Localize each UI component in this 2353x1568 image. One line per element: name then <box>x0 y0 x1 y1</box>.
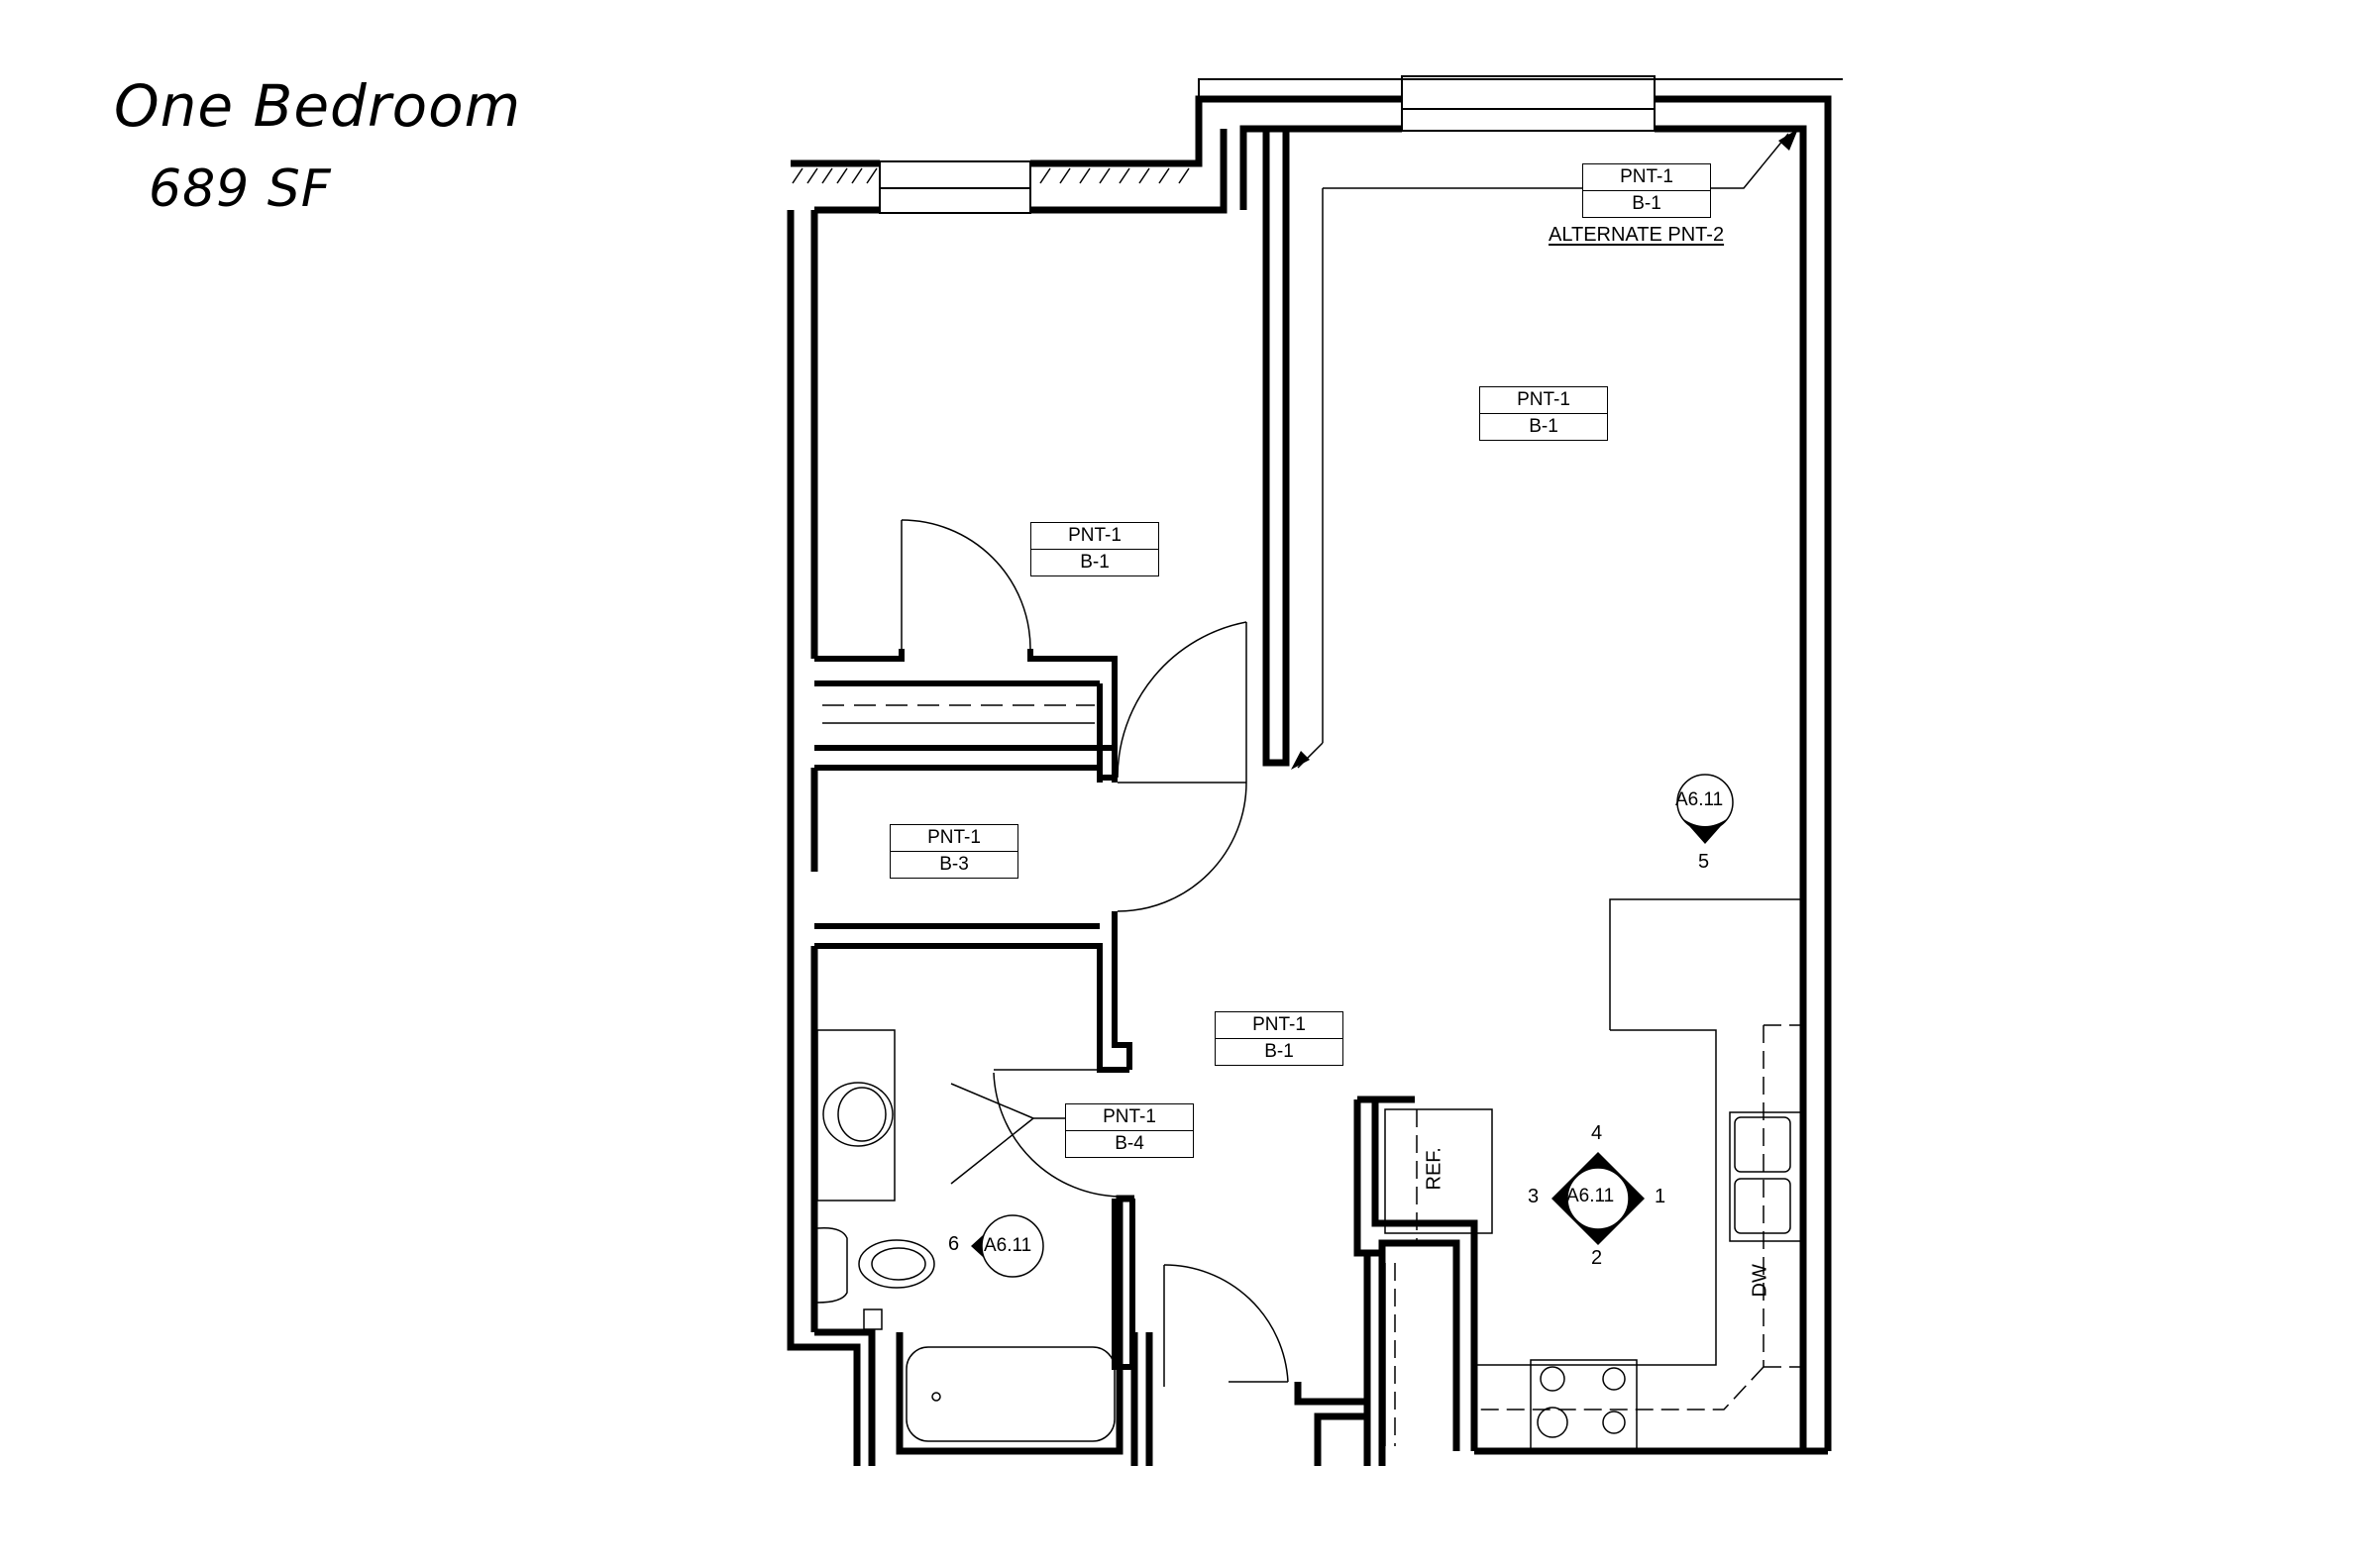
finish-tag-closet: PNT-1 B-3 <box>890 824 1018 879</box>
base-code: B-3 <box>891 851 1017 878</box>
leader-arrow-icon <box>1291 751 1310 770</box>
refrigerator-label: REF. <box>1423 1147 1445 1191</box>
paint-code: PNT-1 <box>1252 1014 1306 1035</box>
paint-code: PNT-1 <box>927 827 981 848</box>
elevation-view-right: 1 <box>1655 1186 1666 1207</box>
finish-tag-bath: PNT-1 B-4 <box>1065 1103 1194 1158</box>
elevation-view-number: 6 <box>948 1233 960 1255</box>
exterior-walls <box>787 95 1832 1466</box>
paint-code: PNT-1 <box>1517 389 1570 410</box>
elevation-marker-kitchen-icon <box>1551 1152 1645 1245</box>
elevation-view-number: 5 <box>1698 851 1710 873</box>
elevation-sheet-ref: A6.11 <box>984 1235 1032 1256</box>
unit-type-title: One Bedroom <box>114 72 522 140</box>
unit-area: 689 SF <box>149 159 332 219</box>
base-code: B-1 <box>1216 1038 1342 1065</box>
windows <box>879 75 1843 214</box>
kitchen-fixtures <box>1384 898 1804 1450</box>
base-code: B-1 <box>1031 549 1158 575</box>
base-code: B-4 <box>1066 1130 1193 1157</box>
finish-tag-living: PNT-1 B-1 <box>1479 386 1608 441</box>
doors <box>822 519 1289 1387</box>
elevation-marker-living-icon <box>1676 774 1734 844</box>
base-code: B-1 <box>1480 413 1607 440</box>
elevation-view-bottom: 2 <box>1591 1247 1603 1269</box>
paint-code: PNT-1 <box>1068 525 1122 546</box>
paint-code: PNT-1 <box>1103 1106 1156 1127</box>
alternate-paint-note: ALTERNATE PNT-2 <box>1549 224 1725 246</box>
finish-tag-bedroom: PNT-1 B-1 <box>1030 522 1159 576</box>
bath-fixtures <box>816 1029 1116 1442</box>
leader-arrow-icon <box>1778 129 1798 151</box>
wall-hatch <box>792 167 1190 184</box>
base-code: B-1 <box>1583 190 1710 217</box>
elevation-marker-bath-icon <box>971 1214 1044 1278</box>
paint-code: PNT-1 <box>1620 166 1673 187</box>
elevation-sheet-ref: A6.11 <box>1675 789 1724 810</box>
dishwasher-label: DW <box>1749 1264 1771 1298</box>
finish-tag-living-alt: PNT-1 B-1 <box>1582 163 1711 218</box>
finish-tag-hall: PNT-1 B-1 <box>1215 1011 1343 1066</box>
elevation-view-left: 3 <box>1528 1186 1540 1207</box>
elevation-sheet-ref: A6.11 <box>1566 1186 1615 1206</box>
elevation-view-top: 4 <box>1591 1122 1603 1144</box>
